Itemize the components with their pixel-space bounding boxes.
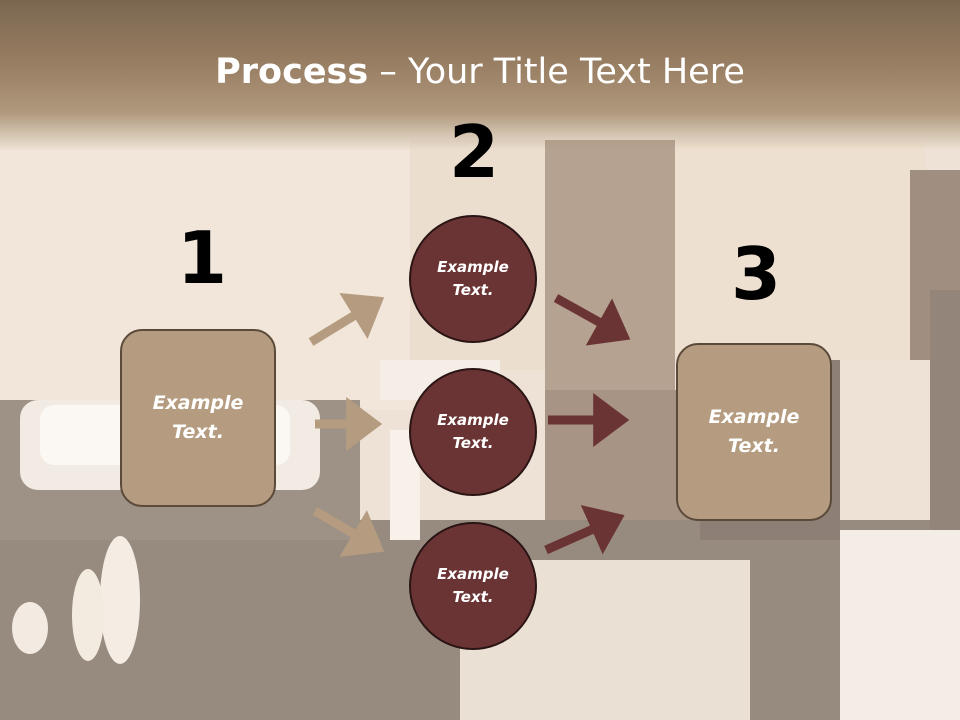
step-1-box: Example Text. (120, 329, 276, 507)
step-2a-circle: Example Text. (409, 215, 537, 343)
step-3-text-line1: Example (708, 406, 800, 428)
circle-1-text-line1: Example (437, 258, 509, 276)
title-rest: – Your Title Text Here (368, 52, 745, 92)
circle-3-text-line2: Text. (452, 588, 494, 606)
title-bold: Process (215, 52, 369, 92)
circle-3-text-line1: Example (437, 565, 509, 583)
step-3-text-line2: Text. (728, 435, 780, 457)
step-number-2: 2 (449, 110, 500, 194)
step-3-box: Example Text. (676, 343, 832, 521)
step-2c-circle: Example Text. (409, 522, 537, 650)
step-2b-circle: Example Text. (409, 368, 537, 496)
circle-2-text-line2: Text. (452, 434, 494, 452)
circle-1-text-line2: Text. (452, 281, 494, 299)
circle-2-text-line1: Example (437, 411, 509, 429)
step-number-3: 3 (731, 232, 782, 316)
arrow-box1-to-circle3 (312, 507, 385, 557)
arrow-circle1-to-box3 (553, 294, 631, 346)
arrow-box1-to-circle1 (308, 293, 385, 346)
title-bar (0, 0, 960, 150)
step-number-1: 1 (177, 216, 228, 300)
step-1-text-line1: Example (152, 392, 244, 414)
arrow-circle3-to-box3 (544, 505, 625, 555)
slide-title: Process – Your Title Text Here (0, 52, 960, 92)
step-1-text-line2: Text. (172, 421, 224, 443)
